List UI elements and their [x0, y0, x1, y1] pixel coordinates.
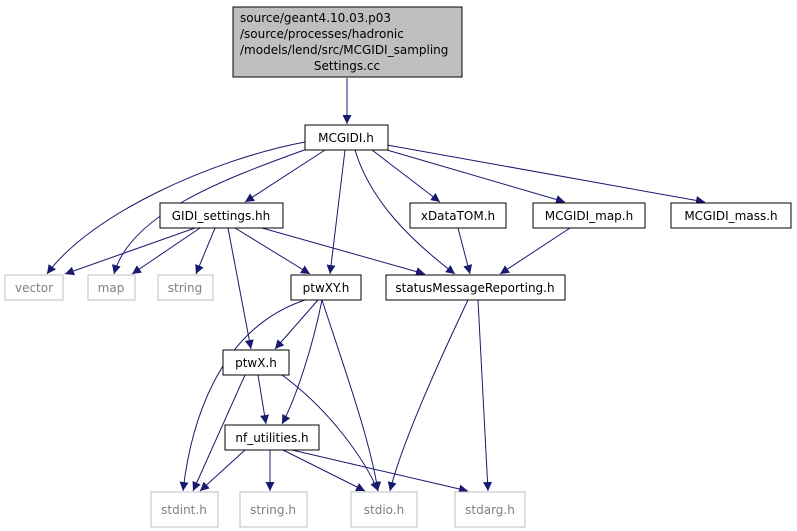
node-root-line-2: /source/processes/hadronic [240, 27, 404, 41]
node-root-line-4: Settings.cc [314, 59, 380, 73]
node-stdarg-h-label: stdarg.h [465, 503, 515, 517]
edge-gidi-settings-hh-to-ptwx-h [227, 227, 254, 350]
edge-ptwx-h-to-stdio-h [281, 374, 379, 492]
edge-nf-utilities-h-to-stdint-h [199, 449, 246, 492]
edge-mcgidi-h-to-mcgidi-mass-h [386, 144, 706, 205]
node-string-h[interactable]: string.h [239, 491, 308, 528]
edge-statusmessagereporting-h-to-stdarg-h [477, 299, 493, 492]
edge-gidi-settings-hh-to-statusmessagereporting-h [261, 227, 426, 276]
node-gidi-settings-hh[interactable]: GIDI_settings.hh [159, 202, 284, 229]
node-nf-utilities-h-label: nf_utilities.h [235, 431, 308, 445]
node-vector-label: vector [15, 281, 53, 295]
node-gidi-settings-hh-label: GIDI_settings.hh [172, 209, 271, 223]
edge-mcgidi-map-h-to-statusmessagereporting-h [499, 227, 571, 275]
node-statusmessagereporting-h-label: statusMessageReporting.h [395, 281, 554, 295]
node-mcgidi-mass-h[interactable]: MCGIDI_mass.h [670, 202, 792, 229]
node-ptwxy-h[interactable]: ptwXY.h [290, 274, 362, 301]
node-ptwx-h[interactable]: ptwX.h [222, 349, 290, 376]
node-mcgidi-map-h-label: MCGIDI_map.h [545, 209, 633, 223]
edge-nf-utilities-h-to-stdio-h [282, 449, 366, 492]
node-stdio-h-label: stdio.h [364, 503, 404, 517]
edge-ptwxy-h-to-ptwx-h [274, 299, 319, 350]
edge-gidi-settings-hh-to-vector [64, 227, 196, 276]
node-map[interactable]: map [87, 274, 136, 301]
edge-gidi-settings-hh-to-string [195, 227, 216, 275]
node-root-line-1: source/geant4.10.03.p03 [240, 11, 391, 25]
node-stdio-h[interactable]: stdio.h [350, 491, 418, 528]
edge-gidi-settings-hh-to-map [131, 227, 201, 275]
node-string-label: string [168, 281, 202, 295]
edge-mcgidi-h-to-gidi-settings-hh [244, 149, 326, 203]
edge-ptwxy-h-to-stdint-h [179, 299, 306, 492]
node-string-h-label: string.h [250, 503, 296, 517]
node-ptwx-h-label: ptwX.h [235, 356, 277, 370]
node-map-label: map [98, 281, 125, 295]
edge-ptwx-h-to-stdint-h [192, 374, 246, 492]
edge-mcgidi-h-to-xdatatom-h [371, 149, 441, 203]
node-vector[interactable]: vector [4, 274, 64, 301]
node-mcgidi-h-label: MCGIDI.h [318, 131, 374, 145]
edge-ptwxy-h-to-stdio-h [321, 299, 382, 492]
edge-gidi-settings-hh-to-ptwxy-h [234, 227, 311, 275]
edge-xdatatom-h-to-statusmessagereporting-h [457, 227, 473, 275]
edge-mcgidi-h-to-vector [46, 141, 306, 275]
node-xdatatom-h[interactable]: xDataTOM.h [409, 202, 507, 229]
edge-ptwxy-h-to-nf-utilities-h [281, 299, 323, 425]
node-ptwxy-h-label: ptwXY.h [303, 281, 350, 295]
edge-statusmessagereporting-h-to-stdio-h [387, 299, 469, 492]
node-mcgidi-h[interactable]: MCGIDI.h [304, 124, 389, 151]
edge-mcgidi-h-to-statusmessagereporting-h [354, 149, 456, 275]
node-mcgidi-map-h[interactable]: MCGIDI_map.h [532, 202, 646, 229]
node-stdint-h[interactable]: stdint.h [150, 491, 219, 528]
node-nf-utilities-h[interactable]: nf_utilities.h [224, 424, 320, 451]
node-stdarg-h[interactable]: stdarg.h [454, 491, 526, 528]
node-stdint-h-label: stdint.h [161, 503, 207, 517]
edge-mcgidi-h-to-ptwxy-h [326, 149, 346, 275]
edge-mcgidi-h-to-mcgidi-map-h [386, 149, 566, 204]
node-root-line-3: /models/lend/src/MCGIDI_sampling [240, 43, 448, 57]
edge-nf-utilities-h-to-stdarg-h [291, 449, 469, 494]
node-mcgidi-sampling-settings-cc[interactable]: source/geant4.10.03.p03 /source/processe… [232, 6, 463, 78]
node-mcgidi-mass-h-label: MCGIDI_mass.h [684, 209, 777, 223]
edge-ptwx-h-to-nf-utilities-h [257, 374, 269, 425]
node-statusmessagereporting-h[interactable]: statusMessageReporting.h [385, 274, 566, 301]
node-string[interactable]: string [157, 274, 214, 301]
node-xdatatom-h-label: xDataTOM.h [421, 209, 495, 223]
